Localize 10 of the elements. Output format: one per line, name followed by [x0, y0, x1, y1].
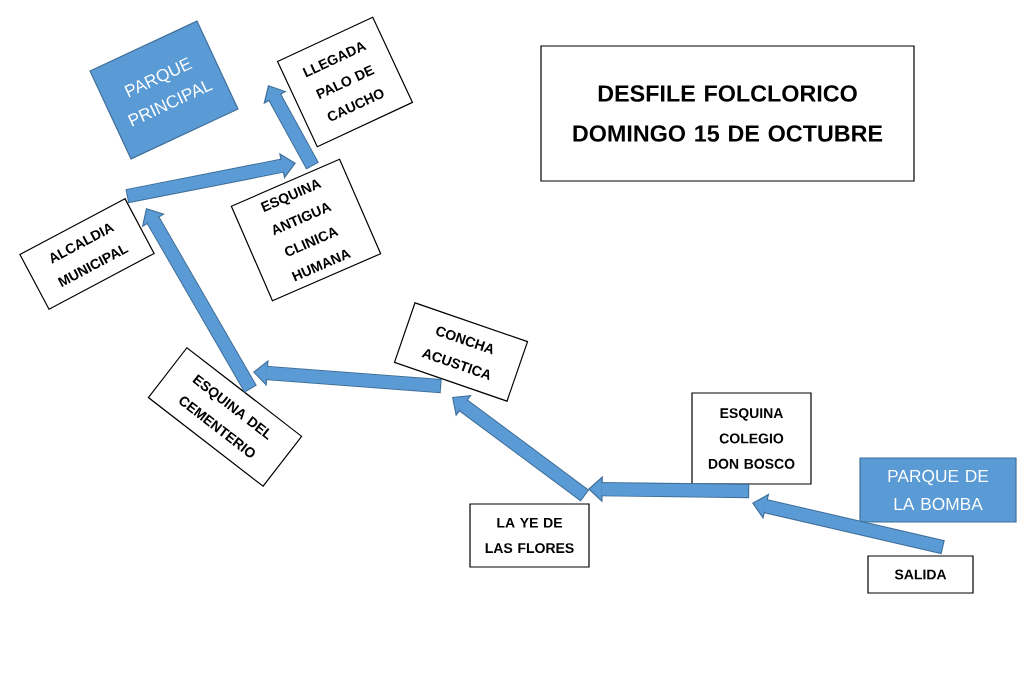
- location-box: ESQUINA COLEGIO DON BOSCO: [691, 392, 812, 485]
- highlighted-location-box: PARQUE DE LA BOMBA: [859, 457, 1017, 523]
- route-arrow: [263, 85, 319, 170]
- location-box: SALIDA: [867, 555, 974, 594]
- route-arrow: [141, 208, 257, 393]
- route-arrow: [752, 493, 945, 555]
- route-arrow: [452, 395, 590, 502]
- title-box: DESFILE FOLCLORICO DOMINGO 15 DE OCTUBRE: [540, 45, 915, 182]
- route-arrow: [125, 152, 296, 204]
- location-box: LA YE DE LAS FLORES: [469, 503, 590, 568]
